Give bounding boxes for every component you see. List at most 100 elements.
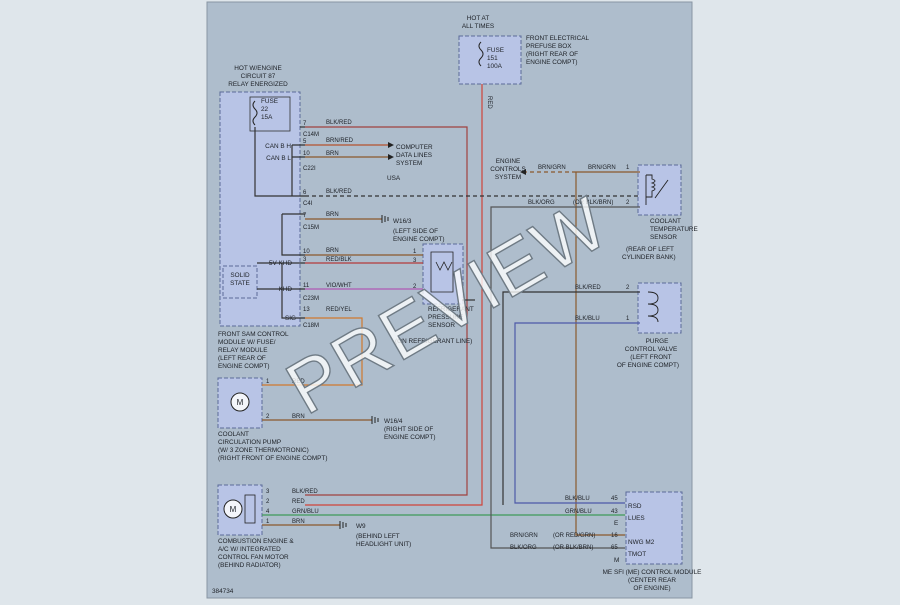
svg-text:MODULE W/ FUSE/: MODULE W/ FUSE/ (218, 339, 276, 346)
svg-text:7: 7 (303, 121, 307, 127)
svg-text:RED: RED (292, 499, 305, 505)
svg-text:10: 10 (303, 249, 310, 255)
svg-text:PREFUSE BOX: PREFUSE BOX (526, 43, 572, 50)
ect-sensor-label: COOLANT TEMPERATURE SENSOR (REAR OF LEFT… (622, 218, 698, 261)
left-wire-labels: BLK/RED BRN/RED BRN BLK/RED BRN BRN RED/… (326, 120, 354, 313)
svg-text:11: 11 (303, 283, 310, 289)
svg-text:CYLINDER BANK): CYLINDER BANK) (622, 254, 676, 261)
svg-text:W16/4: W16/4 (384, 418, 403, 425)
svg-text:FUSE: FUSE (261, 98, 278, 105)
svg-text:1: 1 (626, 316, 630, 322)
svg-text:RED/BLK: RED/BLK (326, 257, 352, 263)
ecm-box (625, 491, 683, 565)
svg-text:REFRIGERANT: REFRIGERANT (428, 306, 474, 313)
svg-text:ENGINE COMPT): ENGINE COMPT) (526, 59, 577, 66)
ect-thermistor-symbol (645, 174, 656, 205)
fuse-22-symbol (252, 100, 258, 126)
svg-text:2: 2 (413, 284, 417, 290)
ect-wire-labels: BRN/GRN BRN/GRN BLK/ORG (OR BLK/BRN) (528, 165, 616, 206)
svg-text:BRN: BRN (292, 519, 305, 525)
svg-text:FRONT SAM CONTROL: FRONT SAM CONTROL (218, 331, 289, 338)
svg-text:2: 2 (626, 200, 630, 206)
svg-text:(LEFT SIDE OF: (LEFT SIDE OF (393, 228, 438, 235)
ecm-pin-numbers: 45 43 16 65 (611, 496, 618, 551)
fuse-22-label: FUSE 22 15A (261, 98, 278, 121)
svg-text:6: 6 (303, 190, 307, 196)
svg-text:(OR BLK/BRN): (OR BLK/BRN) (553, 545, 593, 551)
svg-text:C4I: C4I (303, 201, 313, 207)
svg-text:BLK/RED: BLK/RED (326, 189, 352, 195)
svg-text:CONTROLS: CONTROLS (490, 166, 526, 173)
svg-text:(RIGHT REAR OF: (RIGHT REAR OF (526, 51, 578, 58)
svg-text:W9: W9 (356, 523, 366, 530)
fan-motor-letter: M (230, 505, 237, 514)
svg-text:10: 10 (303, 151, 310, 157)
svg-text:(REAR OF LEFT: (REAR OF LEFT (626, 246, 674, 253)
sv-khd-label: 5V KHD (269, 260, 292, 267)
prefuse-location-label: FRONT ELECTRICAL PREFUSE BOX (RIGHT REAR… (526, 35, 590, 66)
svg-text:ME SFI (ME) CONTROL MODULE: ME SFI (ME) CONTROL MODULE (603, 569, 702, 576)
sig-label: SIG (285, 315, 296, 322)
svg-text:(CENTER REAR: (CENTER REAR (628, 577, 676, 584)
svg-text:ENGINE COMPT): ENGINE COMPT) (384, 434, 435, 441)
svg-text:4: 4 (266, 509, 270, 515)
svg-text:BLK/ORG: BLK/ORG (510, 545, 537, 551)
svg-text:BLK/BLU: BLK/BLU (565, 496, 590, 502)
svg-text:CIRCULATION PUMP: CIRCULATION PUMP (218, 439, 281, 446)
pressure-pin-numbers: 1 3 2 (413, 249, 417, 290)
ground-w164-icon (371, 416, 379, 424)
svg-text:1: 1 (626, 165, 630, 171)
svg-text:BLK/RED: BLK/RED (292, 489, 318, 495)
svg-text:(RIGHT SIDE OF: (RIGHT SIDE OF (384, 426, 433, 433)
ecm-letters: E M (614, 520, 619, 564)
wire-ect-to-ecm (575, 172, 625, 536)
svg-text:CONTROL FAN MOTOR: CONTROL FAN MOTOR (218, 554, 289, 561)
solid-state-box (222, 265, 258, 299)
wire-red-yel (262, 317, 363, 386)
svg-text:3: 3 (266, 489, 270, 495)
svg-text:3: 3 (413, 258, 417, 264)
svg-text:SYSTEM: SYSTEM (495, 174, 521, 181)
front-sam-label: FRONT SAM CONTROL MODULE W/ FUSE/ RELAY … (218, 331, 289, 370)
pump-motor-letter: M (237, 398, 244, 407)
svg-text:15A: 15A (261, 114, 273, 121)
svg-text:PRESSURE: PRESSURE (428, 314, 463, 321)
wire-main-red (305, 84, 483, 506)
pressure-sensor-box (422, 243, 464, 305)
ground-w164-label: W16/4 (RIGHT SIDE OF ENGINE COMPT) (384, 418, 435, 441)
svg-text:5: 5 (303, 139, 307, 145)
pump-wire-labels: RED BRN (292, 379, 305, 420)
svg-text:RSD: RSD (628, 503, 642, 510)
svg-text:HEADLIGHT UNIT): HEADLIGHT UNIT) (356, 541, 411, 548)
svg-text:BLK/BLU: BLK/BLU (575, 316, 600, 322)
svg-text:BLK/ORG: BLK/ORG (528, 200, 555, 206)
svg-text:(ON REFRIGERANT LINE): (ON REFRIGERANT LINE) (395, 338, 472, 345)
main-wire-label: RED (486, 96, 492, 109)
svg-text:SOLID: SOLID (230, 272, 250, 279)
fuse-151-label: FUSE 151 100A (487, 47, 504, 70)
svg-text:BRN/GRN: BRN/GRN (510, 533, 538, 539)
left-pin-numbers: 7 5 10 6 7 10 3 11 13 (303, 121, 310, 313)
svg-text:HOT W/ENGINE: HOT W/ENGINE (234, 65, 281, 72)
figure-id: 384734 (212, 588, 234, 595)
svg-text:M: M (614, 557, 619, 564)
svg-text:2: 2 (266, 414, 270, 420)
engine-controls-arrow (520, 169, 526, 175)
svg-text:A/C W/ INTEGRATED: A/C W/ INTEGRATED (218, 546, 281, 553)
internal-line-3 (291, 144, 305, 196)
svg-text:3: 3 (303, 257, 307, 263)
ect-sensor-box (637, 164, 682, 216)
svg-text:1: 1 (266, 519, 270, 525)
internal-line-5 (257, 262, 305, 319)
svg-text:(LEFT REAR OF: (LEFT REAR OF (218, 355, 266, 362)
svg-text:COOLANT: COOLANT (218, 431, 249, 438)
pump-label: COOLANT CIRCULATION PUMP (W/ 3 ZONE THER… (218, 431, 327, 462)
svg-text:W16/3: W16/3 (393, 218, 412, 225)
can-l-label: CAN B L (266, 155, 291, 162)
data-line-arrows (388, 142, 394, 160)
purge-coil-symbol (647, 291, 659, 323)
svg-text:TEMPERATURE: TEMPERATURE (650, 226, 698, 233)
svg-text:100A: 100A (487, 63, 503, 70)
svg-text:NWG M2: NWG M2 (628, 539, 655, 546)
